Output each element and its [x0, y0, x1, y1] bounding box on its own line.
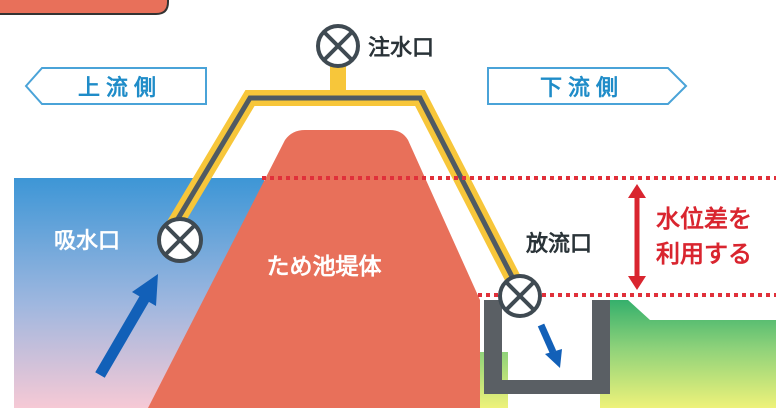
downstream-ground	[600, 300, 776, 408]
discharge-valve-icon	[498, 274, 542, 318]
upstream-banner	[24, 67, 207, 105]
dam-label: ため池堤体	[267, 254, 383, 280]
inlet-valve-icon	[316, 24, 360, 68]
header-tab	[0, 0, 169, 15]
discharge-channel	[484, 300, 610, 394]
intake-valve-icon	[157, 217, 203, 263]
intake-label: 吸水口	[54, 229, 120, 254]
upstream-label: 上流側	[78, 75, 162, 101]
downstream-banner	[487, 67, 688, 105]
level-difference-arrow	[628, 184, 646, 290]
siphon-pipe-inner	[167, 95, 526, 300]
inlet-label: 注水口	[368, 35, 434, 61]
intake-flow-arrow-icon	[95, 274, 158, 378]
level-difference-line2: 利用する	[656, 240, 752, 268]
downstream-label: 下流側	[540, 75, 624, 101]
discharge-label: 放流口	[525, 231, 592, 257]
inlet-riser	[330, 66, 346, 100]
level-difference-line1: 水位差を	[656, 205, 752, 233]
dam-embankment	[148, 130, 480, 408]
discharge-flow-arrow-icon	[537, 323, 562, 368]
